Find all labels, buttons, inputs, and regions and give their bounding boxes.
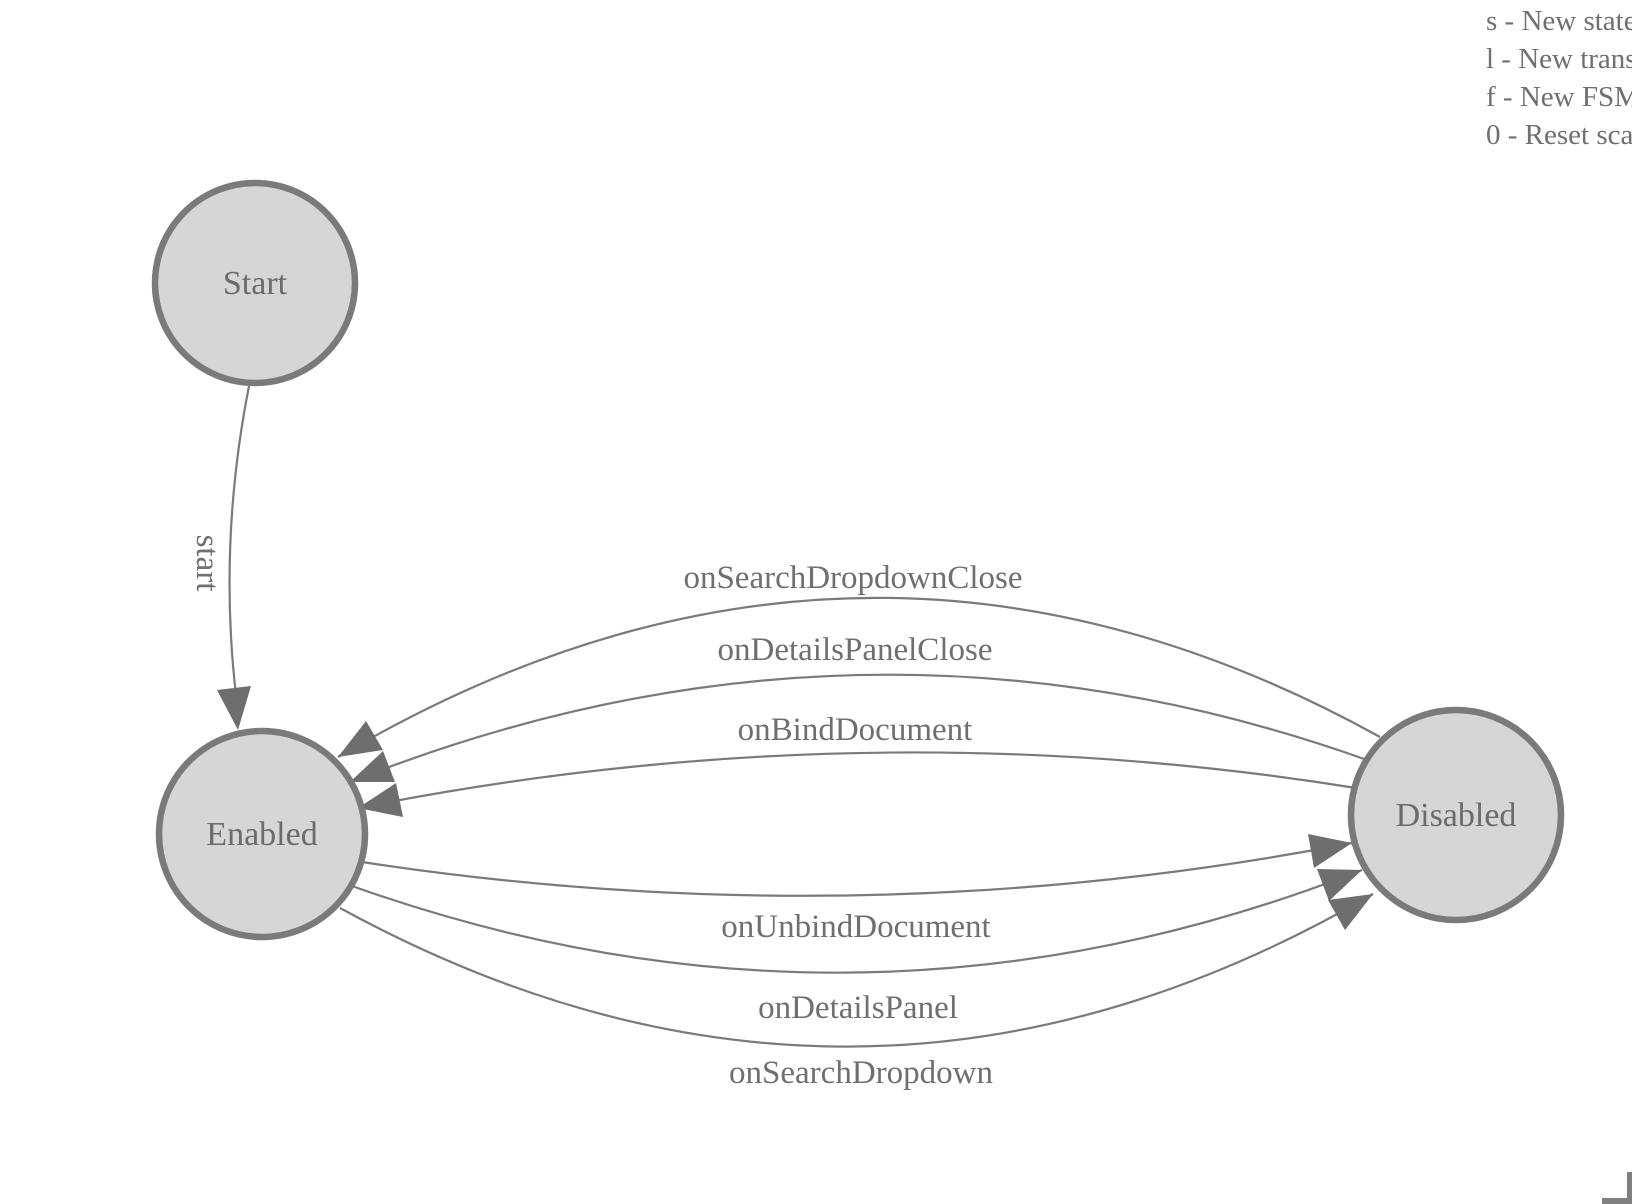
transition-label[interactable]: onDetailsPanel — [758, 990, 958, 1026]
transition-label[interactable]: onDetailsPanelClose — [718, 632, 993, 668]
transition-label[interactable]: onSearchDropdown — [729, 1055, 993, 1091]
state-circle[interactable] — [155, 727, 369, 941]
transition-onDetailsPanelClose[interactable]: onDetailsPanelClose — [349, 632, 1368, 784]
shortcut-legend: s - New state l - New transition f - New… — [1486, 5, 1632, 151]
transition-label[interactable]: onBindDocument — [738, 712, 973, 748]
transition-edge-start[interactable] — [228, 380, 252, 696]
state-label: Start — [223, 265, 288, 302]
state-node-enabled[interactable]: Enabled — [155, 727, 369, 941]
canvas-corner-mark — [1602, 1172, 1632, 1204]
transition-start[interactable]: start — [189, 380, 252, 730]
transition-edge[interactable] — [361, 841, 1353, 897]
transition-onSearchDropdownClose[interactable]: onSearchDropdownClose — [337, 560, 1381, 758]
state-node-start[interactable]: Start — [151, 179, 359, 387]
corner-mark-horizontal-bar — [1602, 1198, 1632, 1204]
transition-arrowhead — [1308, 834, 1352, 868]
transition-edge[interactable] — [357, 751, 1357, 810]
transition-edge[interactable] — [339, 893, 1374, 1048]
state-circle[interactable] — [1347, 706, 1565, 924]
corner-mark-vertical-bar — [1627, 1172, 1632, 1204]
transition-edge[interactable] — [351, 868, 1363, 974]
legend-item-reset-scale: 0 - Reset scale — [1486, 119, 1632, 151]
transition-label-start[interactable]: start — [189, 535, 225, 592]
transition-onDetailsPanel[interactable]: onDetailsPanel — [351, 868, 1363, 1026]
state-label: Disabled — [1396, 797, 1517, 834]
transition-onBindDocument[interactable]: onBindDocument — [357, 712, 1357, 817]
legend-item-new-fsm: f - New FSM — [1486, 81, 1632, 113]
legend-item-new-state: s - New state — [1486, 5, 1632, 37]
transition-label[interactable]: onUnbindDocument — [721, 909, 990, 945]
transition-arrowhead — [338, 721, 383, 757]
transition-arrowhead — [350, 751, 395, 782]
transition-arrowhead — [358, 783, 403, 817]
transition-arrowhead — [1317, 869, 1362, 901]
transition-label[interactable]: onSearchDropdownClose — [683, 560, 1022, 596]
transition-onSearchDropdown[interactable]: onSearchDropdown — [339, 893, 1374, 1091]
state-label: Enabled — [206, 816, 317, 853]
transition-onUnbindDocument[interactable]: onUnbindDocument — [361, 834, 1353, 945]
state-circle[interactable] — [151, 179, 359, 387]
legend-item-new-transition: l - New transition — [1486, 43, 1632, 75]
transition-edge[interactable] — [349, 673, 1368, 784]
transition-arrowhead — [1328, 894, 1373, 930]
transition-arrowhead — [217, 686, 251, 730]
transition-edge[interactable] — [337, 596, 1381, 758]
state-node-disabled[interactable]: Disabled — [1347, 706, 1565, 924]
